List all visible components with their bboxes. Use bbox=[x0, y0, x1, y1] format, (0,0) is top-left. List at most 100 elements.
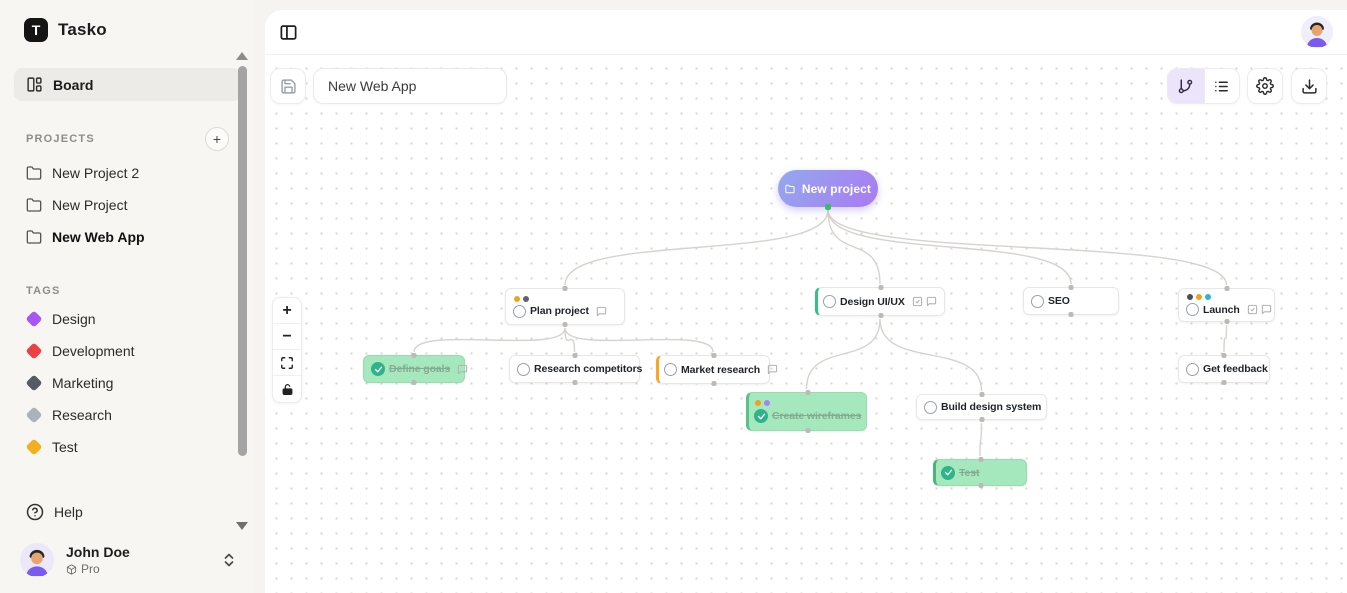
connection-handle[interactable] bbox=[562, 322, 568, 327]
subtasks-icon[interactable] bbox=[1247, 304, 1258, 315]
sidebar-item-tag[interactable]: Marketing bbox=[14, 367, 241, 399]
edge-plan-rc bbox=[564, 327, 576, 353]
node-label: Market research bbox=[681, 363, 761, 376]
sidebar-toggle-button[interactable] bbox=[279, 23, 298, 42]
task-checkbox[interactable] bbox=[1031, 294, 1044, 308]
connection-handle[interactable] bbox=[1224, 286, 1229, 291]
sidebar-item-project[interactable]: New Project bbox=[14, 189, 241, 221]
comment-icon[interactable] bbox=[1261, 304, 1272, 315]
node-label: Create wireframes bbox=[772, 410, 862, 422]
sidebar-item-tag[interactable]: Research bbox=[14, 399, 241, 431]
scroll-down-arrow[interactable] bbox=[236, 522, 248, 530]
sidebar-item-tag[interactable]: Design bbox=[14, 303, 241, 335]
connection-handle[interactable] bbox=[711, 353, 717, 358]
app-name: Tasko bbox=[58, 20, 107, 39]
task-checkbox[interactable] bbox=[924, 400, 937, 414]
app-logo-icon: T bbox=[24, 18, 48, 42]
connection-handle[interactable] bbox=[411, 380, 417, 385]
task-checkbox[interactable] bbox=[517, 362, 530, 376]
sidebar-item-board[interactable]: Board bbox=[14, 68, 241, 101]
task-checkbox[interactable] bbox=[823, 295, 836, 308]
node-label: Launch bbox=[1203, 303, 1240, 316]
zoom-in-button[interactable]: + bbox=[273, 298, 301, 324]
scrollbar-thumb[interactable] bbox=[237, 66, 247, 456]
tag-dots bbox=[1187, 294, 1267, 300]
connection-handle[interactable] bbox=[411, 353, 417, 358]
task-checkbox[interactable] bbox=[1186, 362, 1199, 376]
connection-handle[interactable] bbox=[1221, 353, 1227, 358]
node-seo[interactable]: SEO bbox=[1023, 285, 1119, 317]
task-checkbox[interactable] bbox=[1186, 303, 1199, 316]
tag-diamond-icon bbox=[25, 342, 43, 360]
comment-icon[interactable] bbox=[596, 306, 607, 317]
connection-handle[interactable] bbox=[878, 313, 884, 318]
completed-check-icon[interactable] bbox=[941, 465, 955, 480]
node-wf[interactable]: Create wireframes bbox=[746, 390, 867, 433]
zoom-out-button[interactable]: − bbox=[273, 324, 301, 350]
completed-check-icon[interactable] bbox=[371, 362, 385, 376]
list-view-button[interactable] bbox=[1203, 69, 1240, 103]
user-menu[interactable]: John Doe Pro bbox=[0, 535, 255, 585]
connection-handle[interactable] bbox=[711, 381, 717, 386]
comment-icon[interactable] bbox=[457, 364, 468, 375]
sidebar-item-project[interactable]: New Project 2 bbox=[14, 157, 241, 189]
folder-icon bbox=[26, 230, 42, 244]
node-root[interactable]: New project bbox=[778, 170, 878, 210]
sidebar-item-tag[interactable]: Test bbox=[14, 431, 241, 463]
connection-handle[interactable] bbox=[572, 380, 577, 385]
node-label: Research competitors bbox=[534, 363, 643, 375]
connection-handle[interactable] bbox=[805, 390, 810, 395]
connection-handle[interactable] bbox=[572, 353, 577, 358]
tree-view-button[interactable] bbox=[1168, 69, 1204, 103]
node-fb[interactable]: Get feedback bbox=[1178, 353, 1270, 385]
task-checkbox[interactable] bbox=[513, 304, 526, 318]
node-market[interactable]: Market research bbox=[656, 353, 778, 386]
add-project-button[interactable]: + bbox=[205, 127, 229, 151]
sidebar-item-project[interactable]: New Web App bbox=[14, 221, 241, 253]
download-button[interactable] bbox=[1291, 68, 1327, 104]
save-button[interactable] bbox=[270, 68, 306, 104]
node-label: Define goals bbox=[389, 363, 451, 375]
node-mini-icons bbox=[912, 296, 937, 307]
comment-icon[interactable] bbox=[926, 296, 937, 307]
node-rc[interactable]: Research competitors bbox=[509, 353, 643, 385]
connection-handle[interactable] bbox=[805, 428, 810, 433]
node-define[interactable]: Define goals bbox=[363, 353, 468, 385]
connection-handle[interactable] bbox=[979, 392, 984, 397]
node-build[interactable]: Build design system bbox=[916, 392, 1047, 422]
task-checkbox[interactable] bbox=[664, 363, 677, 376]
completed-check-icon[interactable] bbox=[754, 409, 768, 423]
node-launch[interactable]: Launch bbox=[1178, 286, 1275, 324]
user-menu-chevrons-icon[interactable] bbox=[223, 552, 235, 568]
connection-handle[interactable] bbox=[1068, 285, 1074, 290]
scroll-up-arrow[interactable] bbox=[236, 52, 248, 60]
tag-dot bbox=[764, 400, 770, 406]
connection-handle[interactable] bbox=[562, 286, 568, 291]
edge-root-launch bbox=[827, 209, 1228, 286]
header-avatar[interactable] bbox=[1301, 16, 1333, 48]
sidebar-item-tag[interactable]: Development bbox=[14, 335, 241, 367]
sidebar-scrollbar bbox=[235, 52, 249, 530]
fit-view-button[interactable] bbox=[273, 350, 301, 376]
connection-handle[interactable] bbox=[979, 417, 984, 422]
connection-handle[interactable] bbox=[978, 483, 984, 488]
connection-handle[interactable] bbox=[1224, 319, 1229, 324]
node-plan[interactable]: Plan project bbox=[505, 286, 625, 327]
connection-handle[interactable] bbox=[978, 457, 984, 462]
node-test[interactable]: Test bbox=[933, 457, 1027, 488]
connection-handle[interactable] bbox=[1221, 380, 1227, 385]
sidebar-item-help[interactable]: Help bbox=[14, 495, 241, 529]
connection-handle[interactable] bbox=[1068, 312, 1074, 317]
project-name-input[interactable] bbox=[313, 68, 507, 104]
settings-button[interactable] bbox=[1247, 68, 1283, 104]
connection-handle[interactable] bbox=[825, 204, 831, 210]
subtasks-icon[interactable] bbox=[912, 296, 923, 307]
node-design[interactable]: Design UI/UX bbox=[815, 285, 945, 318]
folder-icon bbox=[26, 198, 42, 212]
node-row: Market research bbox=[664, 363, 778, 376]
comment-icon[interactable] bbox=[767, 364, 778, 375]
connection-handle[interactable] bbox=[878, 285, 884, 290]
lock-button[interactable] bbox=[273, 376, 301, 402]
